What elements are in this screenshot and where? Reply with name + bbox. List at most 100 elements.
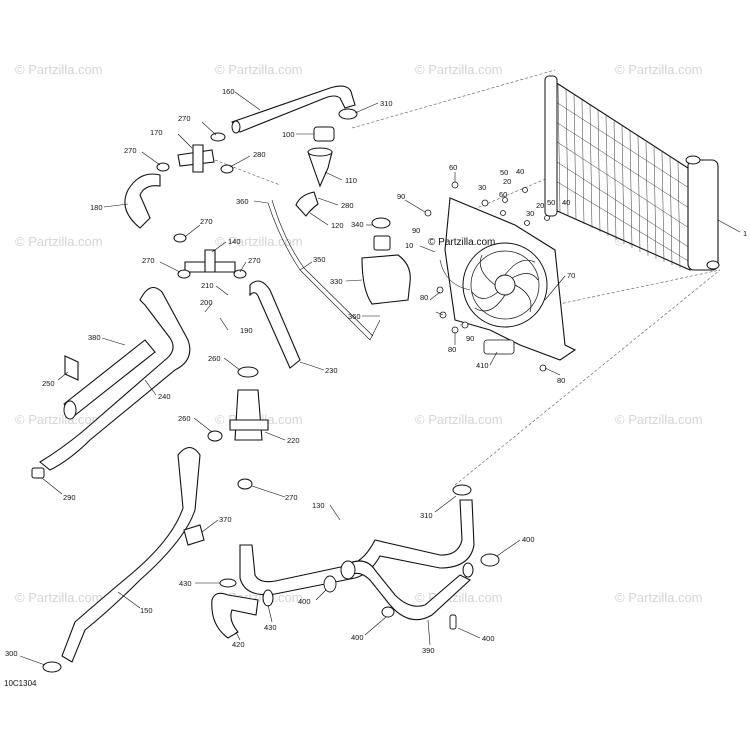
callout-170: 170: [150, 128, 163, 137]
callout-360: 360: [348, 312, 361, 321]
elbow-420: [211, 578, 274, 639]
callout-50: 50: [500, 168, 508, 177]
radiator: [544, 75, 741, 271]
callout-330: 330: [330, 277, 343, 286]
hose-160: [231, 85, 358, 134]
watermark: © Partzilla.com: [215, 62, 303, 77]
diagram-code: 10C1304: [4, 679, 37, 688]
callout-100: 100: [282, 130, 295, 139]
watermark: © Partzilla.com: [415, 412, 503, 427]
callout-40: 40: [516, 167, 524, 176]
hose-380: [63, 339, 156, 420]
callout-160: 160: [222, 87, 235, 96]
clamps-400: [323, 575, 457, 630]
callout-370: 370: [219, 515, 232, 524]
hose-240: [39, 286, 191, 471]
callout-180: 180: [90, 203, 103, 212]
callout-60: 60: [449, 163, 457, 172]
callout-270: 270: [248, 256, 261, 265]
bracket-250: [64, 355, 79, 381]
callout-30: 30: [526, 209, 534, 218]
leader-lines: [19, 91, 566, 666]
callout-260: 260: [208, 354, 221, 363]
callout-400: 400: [298, 597, 311, 606]
watermark: © Partzilla.com: [615, 62, 703, 77]
hose-150: [42, 446, 201, 673]
callout-400: 400: [522, 535, 535, 544]
callout-220: 220: [287, 436, 300, 445]
callout-340: 340: [351, 220, 364, 229]
callout-150: 150: [140, 606, 153, 615]
callout-280: 280: [341, 201, 354, 210]
callout-240: 240: [158, 392, 171, 401]
callout-270: 270: [178, 114, 191, 123]
callout-310: 310: [420, 511, 433, 520]
callout-20: 20: [536, 201, 544, 210]
callout-90: 90: [397, 192, 405, 201]
hose-180: [124, 173, 161, 229]
callout-380: 380: [88, 333, 101, 342]
callout-390: 390: [422, 646, 435, 655]
callout-60: 60: [499, 190, 507, 199]
callout-270: 270: [285, 493, 298, 502]
callout-190: 190: [240, 326, 253, 335]
callout-70: 70: [567, 271, 575, 280]
callout-90: 90: [466, 334, 474, 343]
callout-30: 30: [478, 183, 486, 192]
filler-parts: [295, 126, 335, 217]
watermark: © Partzilla.com: [415, 62, 503, 77]
callout-140: 140: [228, 237, 241, 246]
callout-400: 400: [482, 634, 495, 643]
callout-110: 110: [345, 176, 357, 185]
callout-260: 260: [178, 414, 191, 423]
callout-270: 270: [200, 217, 213, 226]
reservoir: [361, 217, 411, 305]
clip-290: [31, 467, 45, 479]
callout-400: 400: [351, 633, 364, 642]
callout-250: 250: [42, 379, 55, 388]
watermark: © Partzilla.com: [615, 590, 703, 605]
callout-410: 410: [476, 361, 489, 370]
watermark: © Partzilla.com: [15, 62, 103, 77]
callout-130: 130: [312, 501, 325, 510]
watermark: © Partzilla.com: [15, 590, 103, 605]
callout-50: 50: [547, 198, 555, 207]
callout-430: 430: [179, 579, 192, 588]
callout-270: 270: [142, 256, 155, 265]
t-fitting-170: [156, 132, 234, 174]
thermostat-220: [207, 366, 269, 490]
callout-labels: 160 310 270 170 100 270 280 110 180 280 …: [5, 87, 747, 658]
callout-360: 360: [236, 197, 249, 206]
callout-350: 350: [313, 255, 326, 264]
watermark: © Partzilla.com: [215, 234, 303, 249]
fan-shroud: [439, 197, 577, 361]
clamp-370: [183, 524, 205, 546]
callout-80: 80: [420, 293, 428, 302]
callout-420: 420: [232, 640, 245, 649]
callout-230: 230: [325, 366, 338, 375]
callout-80: 80: [557, 376, 565, 385]
hose-390: [340, 553, 500, 621]
callout-310: 310: [380, 99, 393, 108]
callout-1: 1: [743, 229, 747, 238]
watermark: © Partzilla.com: [615, 412, 703, 427]
callout-90: 90: [412, 226, 420, 235]
y-fitting-140: [173, 233, 247, 279]
callout-270: 270: [124, 146, 137, 155]
callout-20: 20: [503, 177, 511, 186]
callout-280: 280: [253, 150, 266, 159]
callout-10: 10: [405, 241, 413, 250]
callout-290: 290: [63, 493, 76, 502]
callout-300: 300: [5, 649, 18, 658]
callout-430: 430: [264, 623, 277, 632]
callout-200: 200: [200, 298, 213, 307]
watermark: © Partzilla.com: [15, 234, 103, 249]
fasteners: [424, 181, 550, 372]
center-watermark: © Partzilla.com: [428, 237, 495, 248]
callout-120: 120: [331, 221, 344, 230]
callout-210: 210: [201, 281, 214, 290]
callout-40: 40: [562, 198, 570, 207]
hose-130: [239, 484, 475, 596]
